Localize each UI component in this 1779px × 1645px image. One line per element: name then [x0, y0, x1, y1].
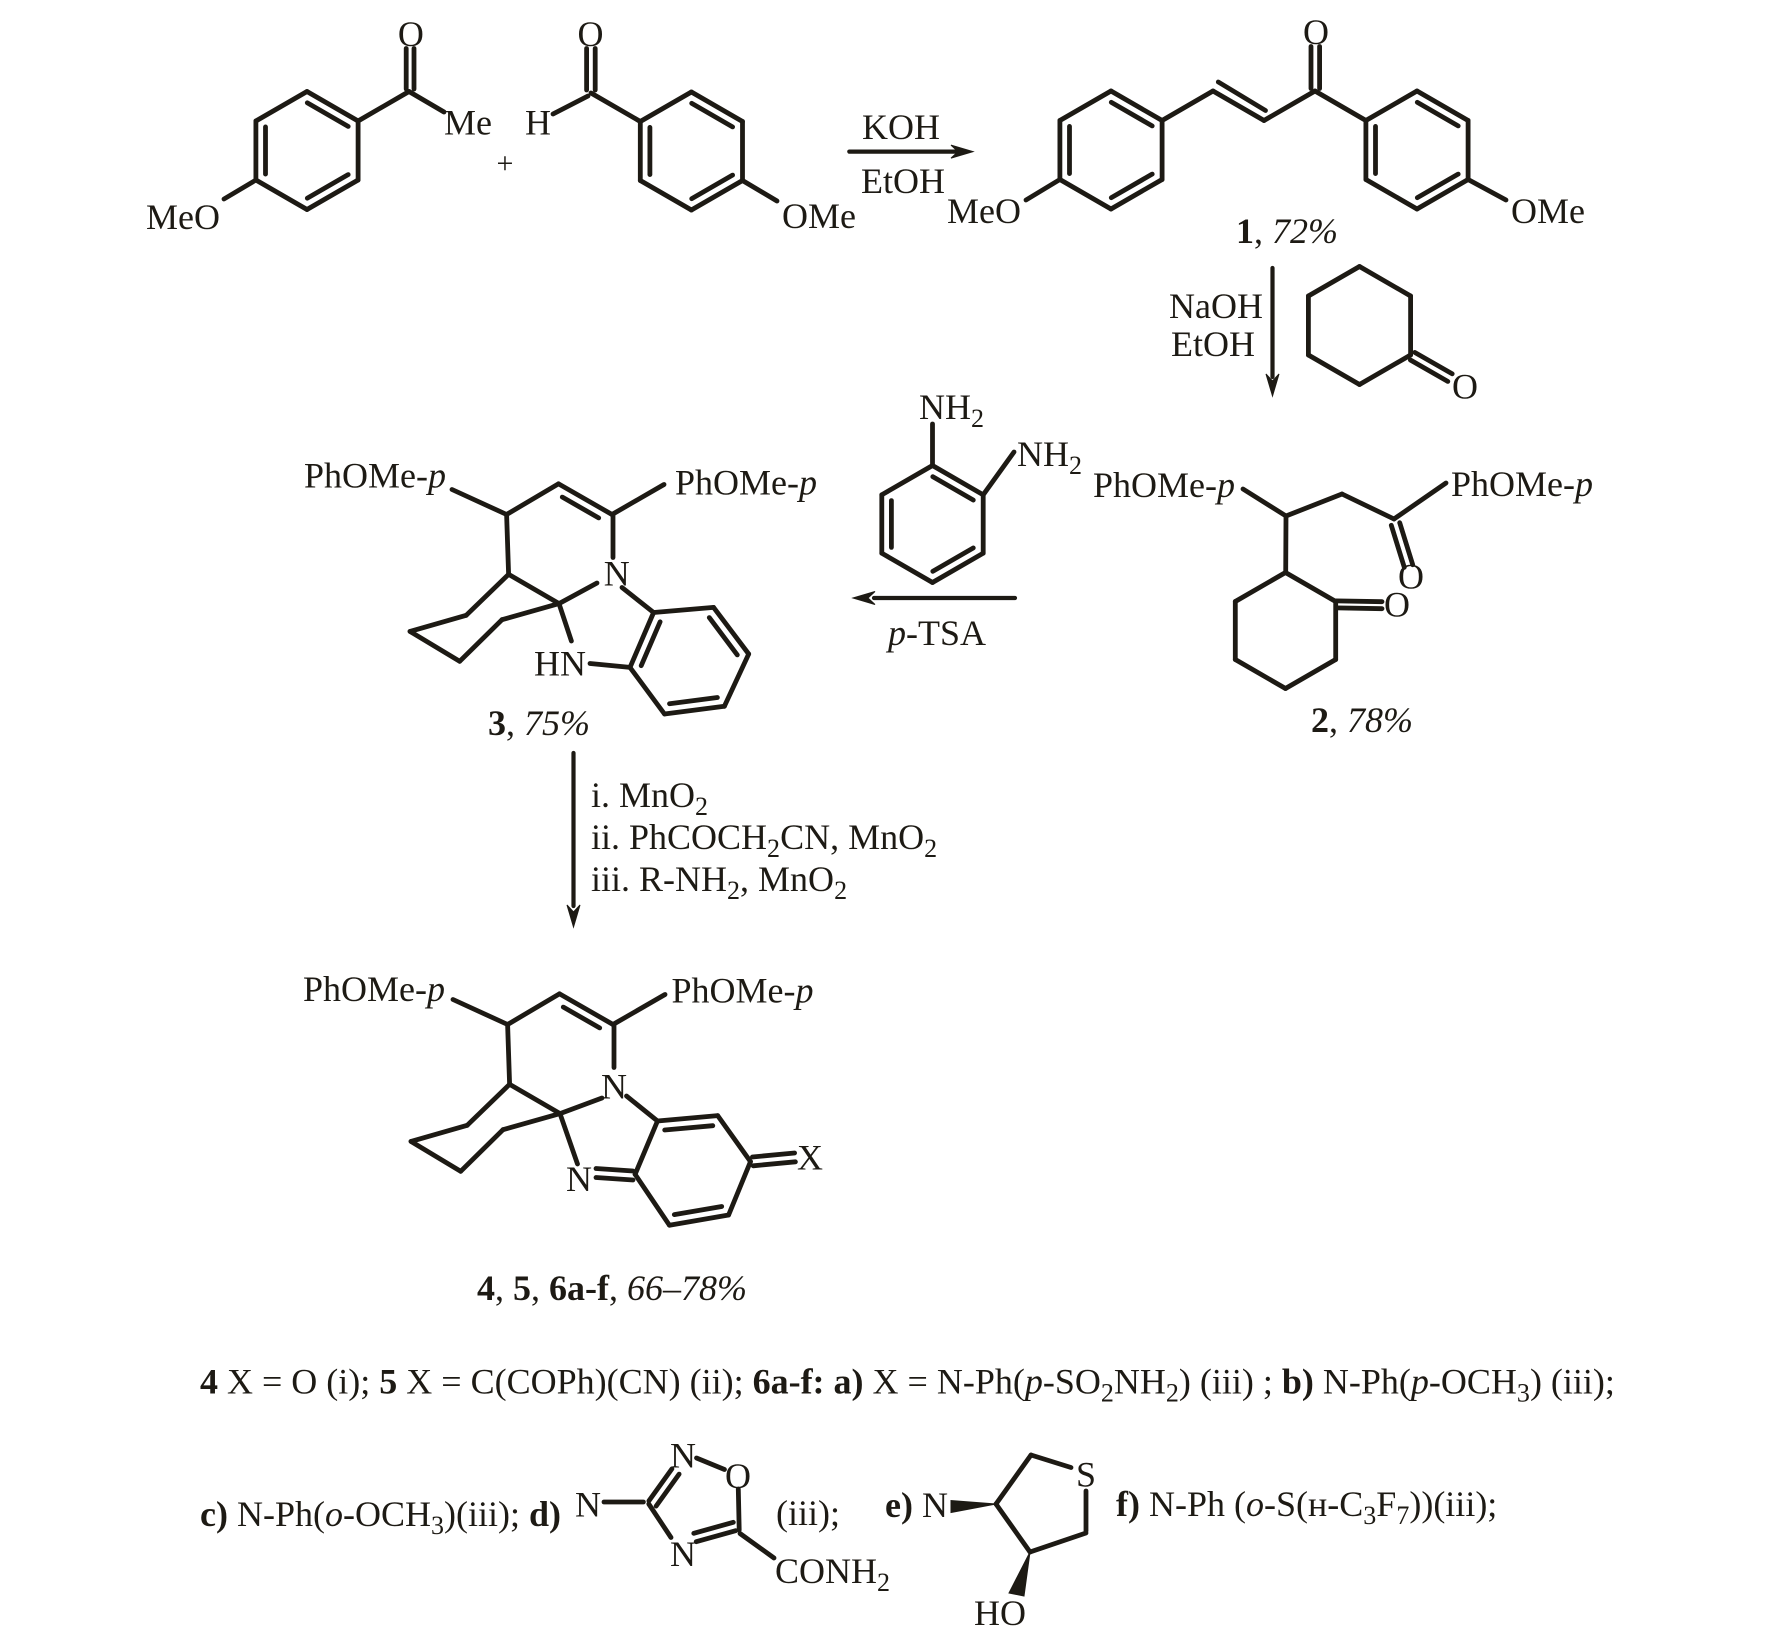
svg-text:NH2: NH2 — [919, 387, 984, 433]
svg-text:OMe: OMe — [782, 196, 856, 236]
svg-text:OMe: OMe — [1511, 191, 1585, 231]
svg-text:PhOMe-p: PhOMe-p — [303, 969, 445, 1009]
svg-text:PhOMe-p: PhOMe-p — [672, 971, 814, 1011]
svg-text:MeO: MeO — [146, 197, 220, 237]
svg-text:f) N-Ph (o-S(н-C3 F7 ))(iii);: f) N-Ph (o-S(н-C3 F7 ))(iii); — [1116, 1484, 1497, 1530]
svg-text:4 X = O (i); 5 X = C(COPh)(CN): 4 X = O (i); 5 X = C(COPh)(CN) (ii); 6a-… — [200, 1362, 1615, 1408]
svg-text:+: + — [497, 147, 514, 180]
svg-text:N: N — [601, 1067, 627, 1107]
svg-text:PhOMe-p: PhOMe-p — [1451, 464, 1593, 504]
svg-text:N: N — [575, 1485, 601, 1525]
svg-text:S: S — [1076, 1455, 1096, 1495]
svg-text:N: N — [670, 1436, 696, 1476]
svg-text:O: O — [578, 14, 604, 54]
svg-text:HN: HN — [534, 643, 586, 683]
svg-text:EtOH: EtOH — [1171, 324, 1255, 364]
svg-text:4, 5, 6a-f, 66–78%: 4, 5, 6a-f, 66–78% — [477, 1268, 747, 1308]
svg-text:2, 78%: 2, 78% — [1311, 700, 1413, 740]
svg-text:ii. PhCOCH2 CN, MnO2: ii. PhCOCH2 CN, MnO2 — [591, 817, 937, 863]
svg-text:EtOH: EtOH — [861, 161, 945, 201]
svg-text:i. MnO2: i. MnO2 — [591, 775, 708, 821]
svg-text:Me: Me — [444, 103, 492, 143]
svg-text:H: H — [525, 103, 551, 143]
svg-text:MeO: MeO — [947, 191, 1021, 231]
svg-text:PhOMe-p: PhOMe-p — [1093, 465, 1235, 505]
svg-text:(iii);: (iii); — [776, 1493, 840, 1533]
svg-text:N: N — [566, 1159, 592, 1199]
svg-text:CONH2: CONH2 — [775, 1551, 890, 1597]
svg-text:O: O — [1303, 12, 1329, 52]
svg-text:PhOMe-p: PhOMe-p — [675, 463, 817, 503]
svg-text:O: O — [1384, 585, 1410, 625]
svg-text:HO: HO — [974, 1593, 1026, 1633]
svg-text:NH2: NH2 — [1017, 434, 1082, 480]
svg-text:1, 72%: 1, 72% — [1236, 211, 1338, 251]
svg-text:O: O — [1452, 367, 1478, 407]
svg-text:N: N — [670, 1534, 696, 1574]
svg-text:p-TSA: p-TSA — [885, 613, 986, 653]
svg-text:PhOMe-p: PhOMe-p — [304, 456, 446, 496]
svg-text:O: O — [1398, 557, 1424, 597]
svg-text:3, 75%: 3, 75% — [488, 703, 590, 743]
svg-text:N: N — [604, 553, 630, 593]
svg-text:KOH: KOH — [862, 107, 940, 147]
svg-text:X: X — [797, 1138, 823, 1178]
svg-text:e) N: e) N — [885, 1485, 948, 1525]
svg-text:c) N-Ph(o-OCH3 )(iii); d): c) N-Ph(o-OCH3 )(iii); d) — [200, 1494, 561, 1540]
svg-text:iii. R-NH2 , MnO2: iii. R-NH2 , MnO2 — [591, 859, 847, 905]
svg-text:NaOH: NaOH — [1169, 286, 1263, 326]
svg-text:O: O — [398, 14, 424, 54]
